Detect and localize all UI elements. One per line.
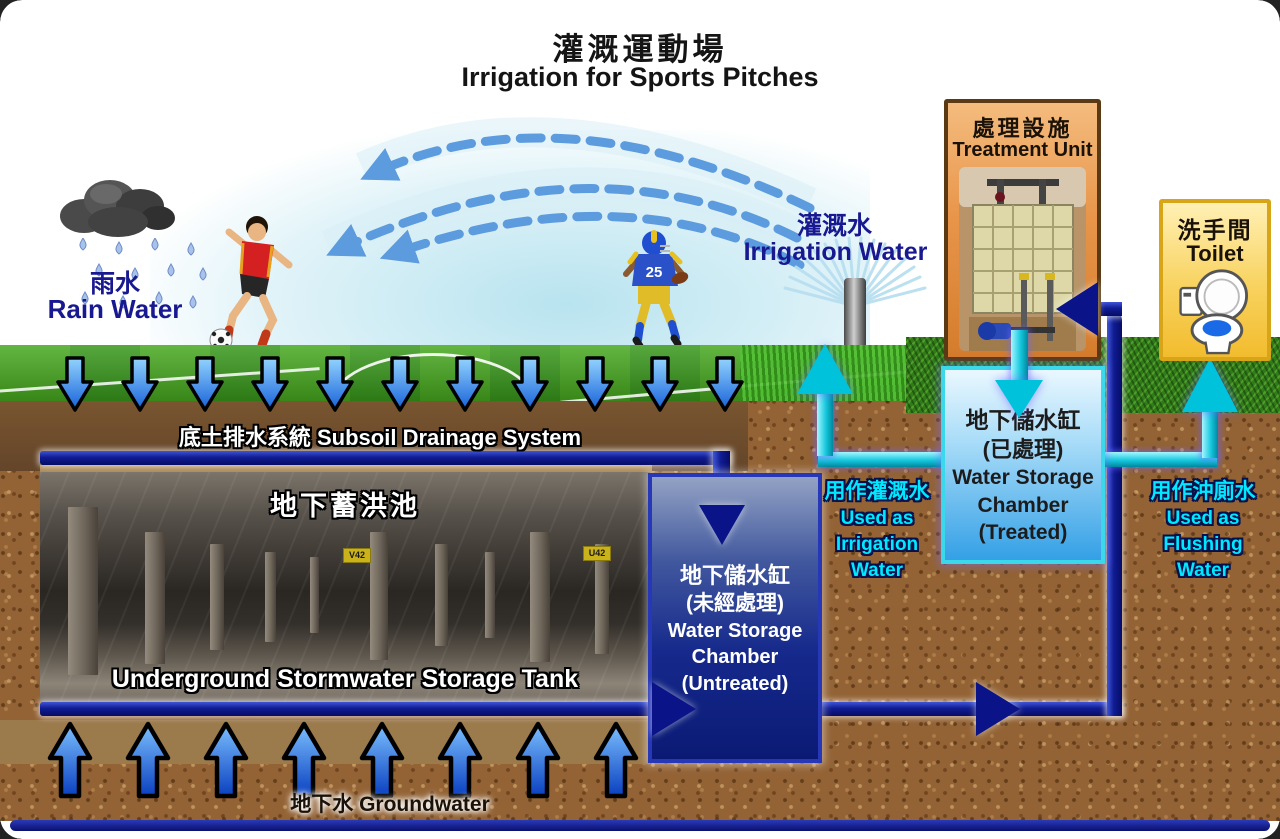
pillar-tag-left: V42	[343, 548, 371, 563]
tank-outlet-pipe	[40, 702, 654, 716]
groundwater-label: 地下水 Groundwater	[290, 793, 490, 816]
page-title-en: Irrigation for Sports Pitches	[461, 62, 819, 92]
irrigation-label-zh: 灌溉水	[796, 212, 872, 240]
arrow-into-treated	[995, 380, 1043, 418]
used-flushing-en3: Water	[1176, 559, 1230, 581]
toilet-label-zh: 洗手間	[1177, 217, 1253, 243]
irrigation-riser	[817, 390, 833, 456]
storage-tank-label-en: Underground Stormwater Storage Tank	[111, 665, 579, 693]
football-player-icon: 25	[623, 230, 689, 350]
untreated-line-en1: Water Storage	[667, 619, 803, 642]
toilet-label-en: Toilet	[1186, 241, 1244, 266]
rain-label-zh: 雨水	[89, 270, 140, 298]
bedding-strip	[40, 465, 652, 474]
untreated-to-treatment-pipe-bottom	[822, 702, 1122, 716]
arrow-into-untreated-bottom	[652, 682, 696, 736]
page-title-zh: 灌溉運動場	[552, 32, 728, 67]
untreated-line-zh1: 地下儲水缸	[679, 563, 790, 588]
treated-chamber-box: 地下儲水缸 (已處理) Water Storage Chamber (Treat…	[941, 366, 1105, 564]
drainage-pipe-top	[40, 451, 730, 465]
untreated-to-treatment-pipe-riser	[1107, 310, 1122, 716]
treated-line-en2: Chamber	[977, 493, 1069, 517]
toilet-box: 洗手間 Toilet	[1159, 199, 1271, 361]
treated-line-zh2: (已處理)	[982, 436, 1064, 462]
soccer-player-icon	[209, 216, 293, 352]
used-flushing-zh: 用作沖廁水	[1150, 480, 1256, 503]
groundwater-up-arrows	[47, 721, 639, 799]
treated-outlet-left	[818, 452, 943, 467]
untreated-line-zh2: (未經處理)	[686, 592, 784, 616]
rain-cloud-icon	[60, 180, 175, 237]
used-irrigation-en1: Used as	[840, 508, 914, 530]
arrow-to-treatment-mid	[976, 682, 1020, 736]
untreated-chamber-box: 地下儲水缸 (未經處理) Water Storage Chamber (Untr…	[648, 473, 822, 763]
untreated-line-en2: Chamber	[691, 646, 779, 669]
treated-line-en3: (Treated)	[978, 521, 1068, 545]
used-irrigation-zh: 用作灌溉水	[824, 480, 930, 503]
treatment-to-treated-shaft	[1011, 330, 1028, 382]
subsoil-label: 底土排水系統 Subsoil Drainage System	[178, 425, 582, 450]
untreated-line-en3: (Untreated)	[681, 672, 789, 695]
arrow-to-sprinkler	[797, 344, 853, 394]
treatment-label-zh: 處理設施	[972, 116, 1073, 141]
bottom-frame-bar	[10, 820, 1270, 831]
used-as-flushing-label: 用作沖廁水 Used as Flushing Water	[1134, 478, 1272, 583]
used-irrigation-en3: Water	[850, 559, 904, 581]
untreated-to-treatment-pipe-top	[1094, 302, 1122, 316]
used-flushing-en1: Used as	[1166, 508, 1240, 530]
arrow-to-toilet	[1182, 358, 1238, 412]
arrow-into-treatment	[1056, 282, 1098, 336]
spray-arc-arrows	[321, 117, 817, 274]
treatment-unit-box: 處理設施 Treatment Unit	[944, 99, 1101, 361]
used-irrigation-en2: Irrigation	[835, 533, 919, 555]
used-as-irrigation-label: 用作灌溉水 Used as Irrigation Water	[808, 478, 946, 583]
storage-tank-label-zh: 地下蓄洪池	[270, 491, 420, 521]
treated-line-en1: Water Storage	[952, 466, 1094, 490]
irrigation-label-en: Irrigation Water	[743, 238, 928, 266]
treatment-label-en: Treatment Unit	[952, 139, 1093, 161]
pillar-tag-right: U42	[583, 546, 611, 561]
sprinkler-icon	[844, 278, 866, 348]
storage-tank-photo: V42 U42 地下蓄洪池 Underground Stormwater Sto…	[40, 472, 650, 702]
rain-label-en: Rain Water	[47, 294, 183, 324]
arrow-into-untreated-top	[699, 505, 745, 545]
jersey-number: 25	[646, 264, 663, 281]
drainage-down-arrows	[56, 356, 744, 412]
flushing-riser	[1202, 412, 1218, 458]
treated-outlet-right	[1103, 452, 1217, 467]
used-flushing-en2: Flushing	[1163, 533, 1243, 555]
toilet-bowl-icon	[1179, 269, 1248, 355]
